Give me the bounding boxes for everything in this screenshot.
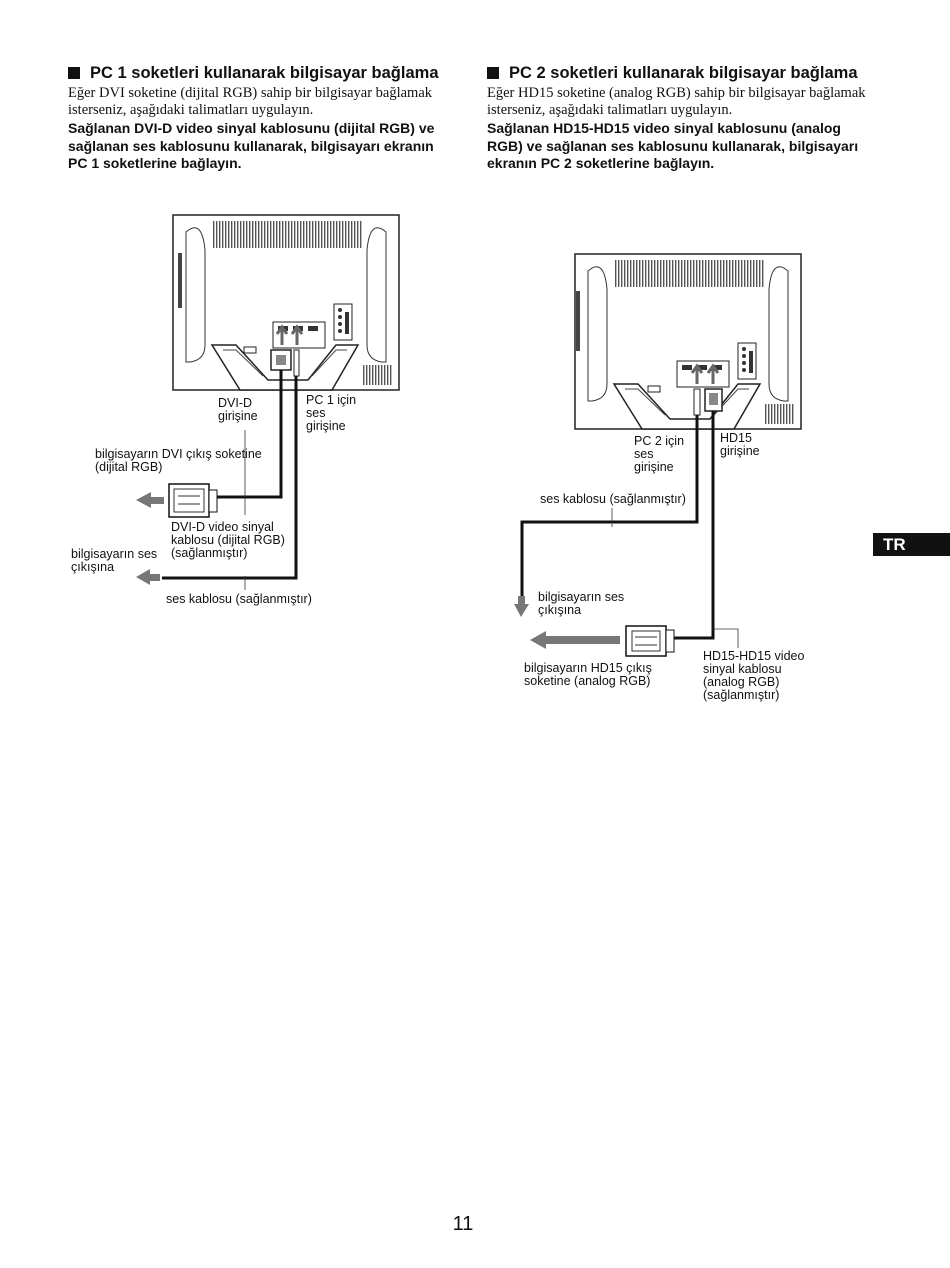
label-computer-hd15-out: bilgisayarın HD15 çıkış soketine (analog…	[524, 661, 652, 688]
label-dvi-cable: DVI-D video sinyal kablosu (dijital RGB)…	[171, 520, 285, 560]
instruction-paragraph: Sağlanan HD15-HD15 video sinyal kablosun…	[487, 120, 859, 171]
section-heading-pc1: PC 1 soketleri kullanarak bilgisayar bağ…	[68, 63, 448, 83]
hd15-connector-icon	[625, 625, 675, 657]
bullet-square-icon	[68, 67, 80, 79]
label-pc1-audio-input: PC 1 için ses girişine	[306, 393, 357, 433]
arrow-left-icon	[136, 569, 160, 585]
arrow-left-icon	[136, 492, 164, 508]
intro-paragraph: Eğer HD15 soketine (analog RGB) sahip bi…	[487, 85, 866, 118]
audio-cable-left	[162, 376, 298, 580]
dvi-connector-icon	[168, 483, 218, 518]
label-dvi-input: DVI-D girişine	[218, 396, 258, 423]
label-audio-cable: ses kablosu (sağlanmıştır)	[166, 592, 312, 606]
arrow-down-icon	[514, 596, 529, 617]
page-number: 11	[452, 1213, 474, 1235]
label-hd15-input: HD15 girişine	[720, 431, 760, 458]
hd15-cable	[672, 411, 715, 640]
intro-paragraph: Eğer DVI soketine (dijital RGB) sahip bi…	[68, 85, 433, 118]
monitor-rear-right	[574, 253, 802, 430]
arrow-left-icon	[530, 631, 620, 649]
label-audio-cable: ses kablosu (sağlanmıştır)	[540, 492, 686, 506]
label-computer-dvi-out: bilgisayarın DVI çıkış soketine (dijital…	[95, 447, 262, 474]
monitor-rear-left	[172, 214, 400, 391]
label-computer-audio-out: bilgisayarın ses çıkışına	[71, 547, 158, 574]
instruction-paragraph: Sağlanan DVI-D video sinyal kablosunu (d…	[68, 120, 435, 171]
heading-text: PC 1 soketleri kullanarak bilgisayar bağ…	[90, 64, 439, 82]
connection-diagrams	[136, 214, 802, 657]
section-heading-pc2: PC 2 soketleri kullanarak bilgisayar bağ…	[487, 63, 867, 83]
label-hd15-cable: HD15-HD15 video sinyal kablosu (analog R…	[703, 649, 805, 702]
section-pc2: PC 2 soketleri kullanarak bilgisayar bağ…	[487, 63, 867, 173]
audio-cable-right	[520, 415, 699, 598]
language-tab: TR	[873, 533, 950, 556]
label-computer-audio-out: bilgisayarın ses çıkışına	[538, 590, 625, 617]
label-pc2-audio-input: PC 2 için ses girişine	[634, 434, 685, 474]
heading-text: PC 2 soketleri kullanarak bilgisayar bağ…	[509, 64, 858, 82]
bullet-square-icon	[487, 67, 499, 79]
section-pc1: PC 1 soketleri kullanarak bilgisayar bağ…	[68, 63, 448, 173]
